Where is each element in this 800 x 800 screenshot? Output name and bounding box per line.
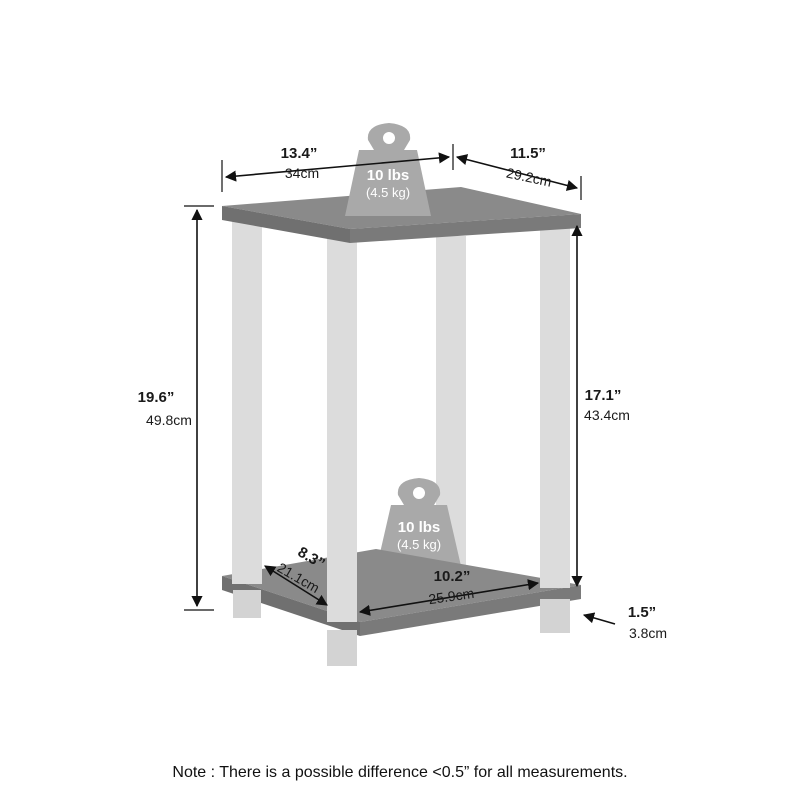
foot-left — [233, 590, 261, 618]
foot-right — [540, 599, 570, 633]
bottom-weight: 10 lbs (4.5 kg) — [377, 478, 461, 566]
top-weight-kg: (4.5 kg) — [366, 185, 410, 200]
dim-foot-height: 1.5” 3.8cm — [582, 604, 667, 641]
dim-total-height: 19.6” 49.8cm — [138, 205, 214, 611]
total-height-inch: 19.6” — [138, 389, 175, 406]
arrow-icon — [358, 579, 540, 616]
top-weight: 10 lbs (4.5 kg) — [345, 123, 431, 216]
weight-icon — [377, 478, 461, 566]
front-middle-post — [327, 238, 357, 622]
dim-top-width: 13.4” 34cm — [221, 144, 454, 192]
front-right-post — [540, 218, 570, 588]
arrow-icon — [224, 152, 451, 182]
front-left-post — [232, 214, 262, 584]
bottom-weight-lbs: 10 lbs — [398, 519, 441, 536]
dim-bottom-width: 10.2” 25.9cm — [358, 568, 540, 616]
bottom-shelf — [222, 549, 581, 636]
foot-height-cm: 3.8cm — [629, 625, 667, 641]
foot-height-inch: 1.5” — [628, 604, 656, 621]
inner-height-inch: 17.1” — [585, 387, 622, 404]
top-depth-inch: 11.5” — [510, 145, 546, 162]
top-depth-cm: 29.2cm — [505, 165, 553, 190]
arrow-icon — [582, 612, 616, 625]
measurement-note: Note : There is a possible difference <0… — [172, 764, 628, 781]
arrow-icon — [455, 154, 579, 191]
inner-height-cm: 43.4cm — [584, 407, 630, 423]
bottom-width-inch: 10.2” — [434, 568, 471, 585]
top-weight-lbs: 10 lbs — [367, 167, 410, 184]
total-height-cm: 49.8cm — [146, 412, 192, 428]
top-width-inch: 13.4” — [281, 145, 318, 162]
top-width-cm: 34cm — [285, 165, 319, 181]
arrow-icon — [264, 565, 328, 606]
dim-inner-height: 17.1” 43.4cm — [571, 224, 630, 588]
bottom-width-cm: 25.9cm — [427, 585, 475, 607]
foot-front — [327, 630, 357, 666]
bottom-weight-kg: (4.5 kg) — [397, 537, 441, 552]
